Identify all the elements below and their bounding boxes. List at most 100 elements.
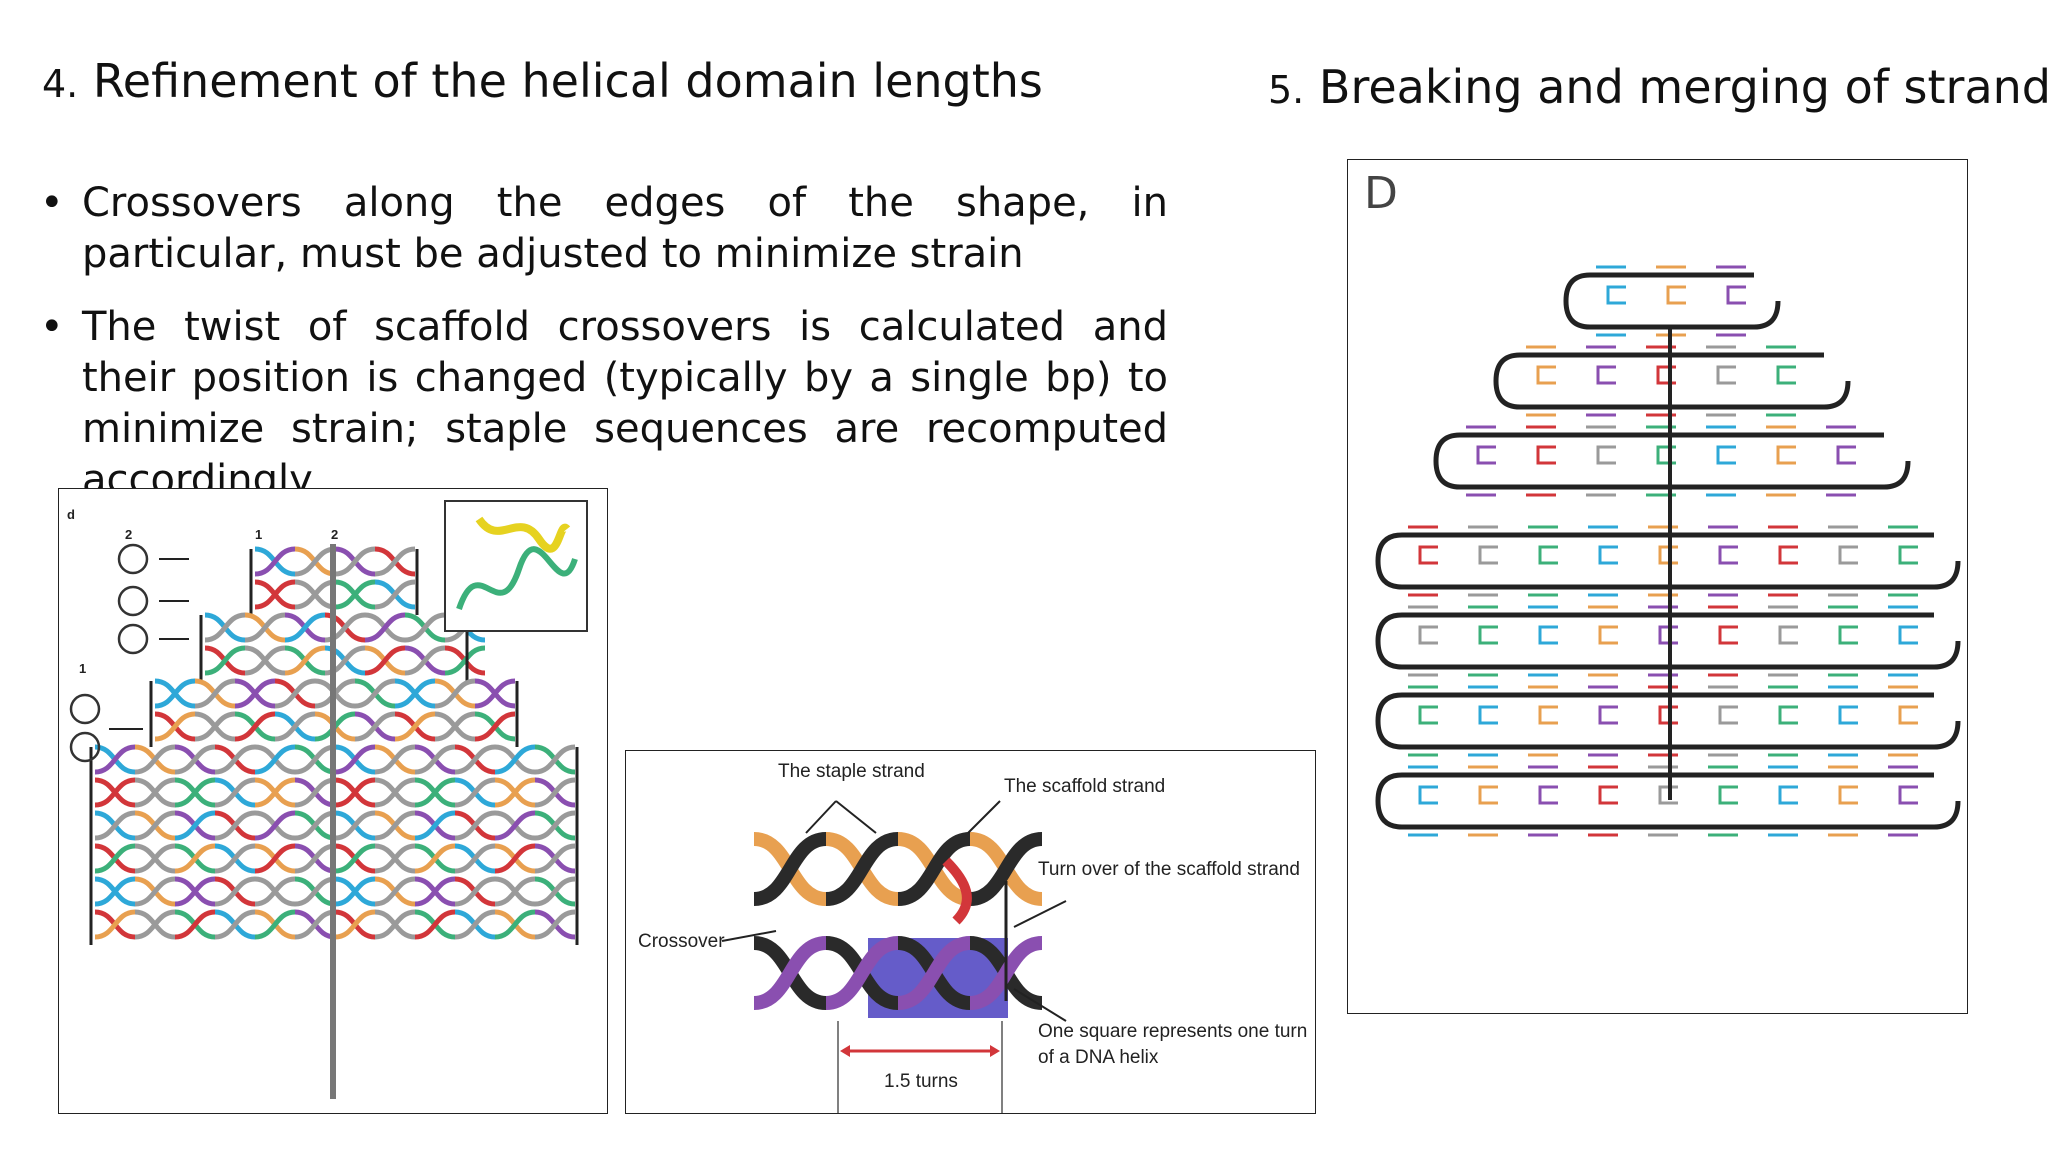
staple-strand xyxy=(1766,425,1796,497)
helix-strand xyxy=(174,909,216,940)
turns-label: 1.5 turns xyxy=(884,1071,958,1092)
helix-strand xyxy=(897,832,971,906)
staple-strand xyxy=(1408,685,1438,757)
helix-strand xyxy=(474,678,516,709)
helix-strand xyxy=(414,843,456,874)
helix-strand xyxy=(254,876,296,907)
helix-strand xyxy=(134,909,176,940)
staple-strand xyxy=(1766,345,1796,417)
staple-strand xyxy=(1586,345,1616,417)
helix-strand xyxy=(234,711,276,742)
staple-strand xyxy=(1708,525,1738,597)
staple-strand xyxy=(1828,525,1858,597)
helix-strand xyxy=(364,645,406,676)
staple-strand xyxy=(1408,605,1438,677)
helix-strand xyxy=(825,832,899,906)
helix-strand xyxy=(444,645,486,676)
inset-strand xyxy=(456,546,578,610)
helix-strand xyxy=(94,777,136,808)
helix-strand xyxy=(414,777,456,808)
helix-strand xyxy=(214,777,256,808)
helix-strand xyxy=(94,876,136,907)
scaffold-loop xyxy=(1375,532,1961,590)
panel-letter: D xyxy=(1364,168,1398,219)
helix-strand xyxy=(194,711,236,742)
staple-strand xyxy=(1708,765,1738,837)
scaffold-loop xyxy=(1563,272,1781,330)
crossover-diagram: The staple strand The scaffold strand Tu… xyxy=(625,750,1316,1114)
scaffold-strand-label: The scaffold strand xyxy=(1004,776,1166,797)
helix-strand xyxy=(414,876,456,907)
helix-strand xyxy=(434,711,476,742)
staple-strand xyxy=(1468,765,1498,837)
helix-strand xyxy=(454,744,496,775)
helix-strand xyxy=(94,909,136,940)
helix-strand xyxy=(494,909,536,940)
staple-strand xyxy=(1888,525,1918,597)
bullet-item: The twist of scaffold crossovers is calc… xyxy=(40,302,1168,506)
staple-strand xyxy=(1586,425,1616,497)
heading-number: 4. xyxy=(42,62,79,106)
staple-strand-label: The staple strand xyxy=(778,761,925,782)
helix-strand xyxy=(214,810,256,841)
helix-strand xyxy=(154,711,196,742)
helix-strand xyxy=(294,546,336,577)
staple-strand xyxy=(1706,345,1736,417)
helix-strand xyxy=(134,744,176,775)
helix-strand xyxy=(534,876,576,907)
pointer-arrow xyxy=(835,800,877,834)
helix-strand xyxy=(174,777,216,808)
helix-strand xyxy=(254,810,296,841)
helix-strand xyxy=(414,909,456,940)
staple-strand xyxy=(1596,265,1626,337)
helix-strand xyxy=(284,645,326,676)
helix-strand xyxy=(254,744,296,775)
helix-strand xyxy=(94,744,136,775)
helix-strand xyxy=(284,612,326,643)
section-heading-5: 5. Breaking and merging of strands xyxy=(1268,62,2048,113)
pointer-arrow xyxy=(805,800,837,834)
helix-strand xyxy=(534,744,576,775)
helix-strand xyxy=(334,546,376,577)
scaffold-loop xyxy=(1375,612,1961,670)
helix-strand xyxy=(474,711,516,742)
helix-strand xyxy=(454,876,496,907)
side-label: 2 xyxy=(125,527,133,542)
cross-section-icon xyxy=(117,623,149,655)
side-label: 1 xyxy=(79,661,87,676)
cross-section-icon xyxy=(69,731,101,763)
heading-text: Refinement of the helical domain lengths xyxy=(92,54,1043,108)
helix-strand xyxy=(494,744,536,775)
helix-strand xyxy=(454,843,496,874)
helix-strand xyxy=(394,711,436,742)
cross-section-icon xyxy=(117,543,149,575)
helix-strand xyxy=(254,777,296,808)
scaffold-loop xyxy=(1375,772,1961,830)
staple-strand xyxy=(1408,525,1438,597)
helix-strand xyxy=(897,936,971,1010)
helix-strand xyxy=(254,843,296,874)
helix-strand xyxy=(274,678,316,709)
helix-strand xyxy=(294,810,336,841)
helix-strand xyxy=(94,843,136,874)
origami-helix-figure: d 2 1 1 2 xyxy=(58,488,608,1114)
staple-strand xyxy=(1588,685,1618,757)
helix-strand xyxy=(324,645,366,676)
staple-strand xyxy=(1528,605,1558,677)
staple-strand xyxy=(1708,605,1738,677)
staple-strand xyxy=(1466,425,1496,497)
helix-strand xyxy=(254,909,296,940)
staple-strand xyxy=(1768,605,1798,677)
scaffold-turnover xyxy=(942,857,972,925)
helix-strand xyxy=(374,546,416,577)
helix-strand xyxy=(334,579,376,610)
helix-strand xyxy=(294,843,336,874)
helix-strand xyxy=(374,777,416,808)
staple-strand xyxy=(1528,685,1558,757)
top-label: 1 xyxy=(255,527,263,542)
section-heading-4: 4. Refinement of the helical domain leng… xyxy=(42,56,1043,107)
helix-strand xyxy=(404,645,446,676)
helix-strand xyxy=(334,909,376,940)
helix-strand xyxy=(174,744,216,775)
pointer-arrow xyxy=(1013,988,1067,1022)
